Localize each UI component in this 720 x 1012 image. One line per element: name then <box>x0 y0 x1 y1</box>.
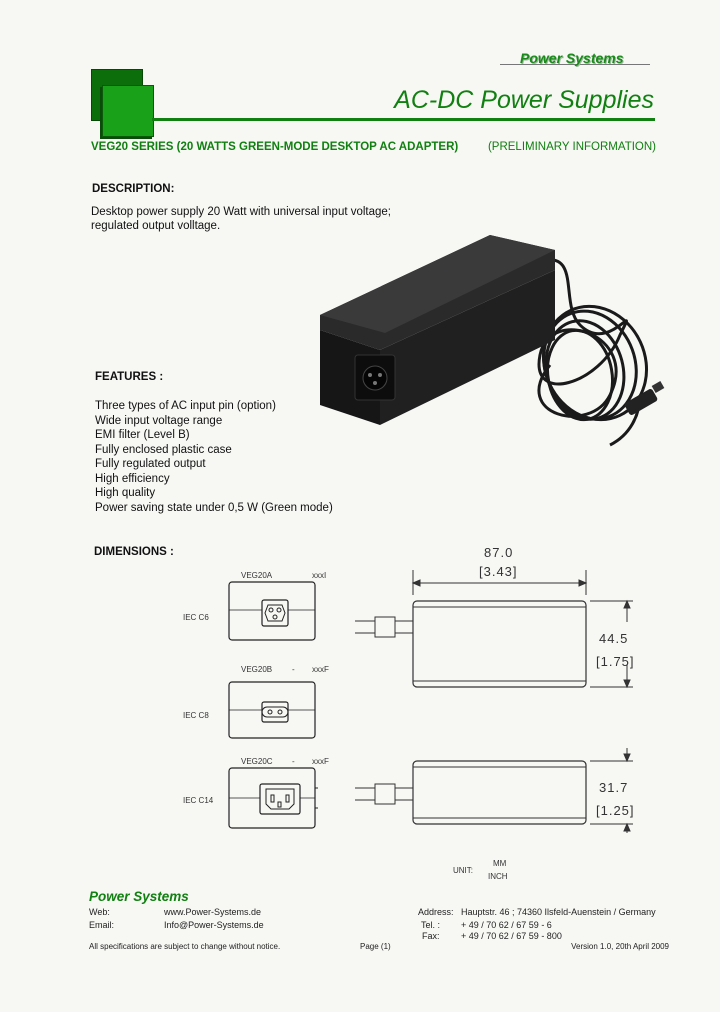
feature-item: Wide input voltage range <box>95 414 223 427</box>
disclaimer: All specifications are subject to change… <box>89 942 281 951</box>
footer-brand: Power Systems <box>89 889 189 904</box>
preliminary-note: (PRELIMINARY INFORMATION) <box>487 141 656 153</box>
unit-label: UNIT: <box>453 866 473 875</box>
feature-item: EMI filter (Level B) <box>95 429 190 441</box>
variant-c-drawing <box>228 767 318 829</box>
version-info: Version 1.0, 20th April 2009 <box>571 942 669 951</box>
email-label: Email: <box>89 920 115 930</box>
variant-a-suffix: xxxI <box>312 571 327 580</box>
height-inch: [1.25] <box>596 803 635 818</box>
variant-a-drawing <box>228 581 316 641</box>
variant-c-model: VEG20C <box>241 757 273 766</box>
variant-b-dash: - <box>292 665 295 674</box>
variant-a-inlet: IEC C6 <box>183 613 209 622</box>
series-title: VEG20 SERIES (20 WATTS GREEN-MODE DESKTO… <box>91 141 459 153</box>
fax-label: Fax: <box>422 931 440 941</box>
feature-item: High efficiency <box>95 472 170 485</box>
feature-item: Fully enclosed plastic case <box>95 443 232 456</box>
web-label: Web: <box>89 907 110 917</box>
address-value: Hauptstr. 46 ; 74360 Ilsfeld-Auenstein /… <box>461 907 656 917</box>
feature-item: Power saving state under 0,5 W (Green mo… <box>95 501 333 514</box>
title-rule <box>152 118 655 121</box>
description-line-1: Desktop power supply 20 Watt with univer… <box>91 206 392 218</box>
variant-b-drawing <box>228 681 316 739</box>
description-heading: DESCRIPTION: <box>92 183 175 195</box>
page-title: AC-DC Power Supplies <box>394 86 654 114</box>
variant-b-suffix: xxxF <box>312 665 329 674</box>
address-label: Address: <box>418 907 454 917</box>
logo-square-front <box>102 85 154 137</box>
width-mm: 44.5 <box>599 631 629 646</box>
feature-item: High quality <box>95 487 156 499</box>
variant-c-inlet: IEC C14 <box>183 796 214 805</box>
fax-value: + 49 / 70 62 / 67 59 - 800 <box>461 931 562 941</box>
web-link[interactable]: www.Power-Systems.de <box>164 907 262 917</box>
page-number: Page (1) <box>360 942 391 951</box>
features-heading: FEATURES : <box>95 371 164 383</box>
feature-item: Fully regulated output <box>95 458 206 470</box>
description-line-2: regulated output volltage. <box>91 220 221 232</box>
width-inch: [1.75] <box>596 654 635 669</box>
email-link[interactable]: Info@Power-Systems.de <box>164 920 264 930</box>
unit-inch: INCH <box>488 872 508 881</box>
product-photo <box>320 235 665 447</box>
unit-mm: MM <box>493 859 507 868</box>
variant-c-suffix: xxxF <box>312 757 329 766</box>
dimensions-heading: DIMENSIONS : <box>94 546 174 558</box>
feature-item: Three types of AC input pin (option) <box>95 400 276 412</box>
tel-value: + 49 / 70 62 / 67 59 - 6 <box>461 920 552 930</box>
height-mm: 31.7 <box>599 780 629 795</box>
features-list: Three types of AC input pin (option) Wid… <box>95 399 333 515</box>
length-inch: [3.43] <box>479 564 518 579</box>
length-mm: 87.0 <box>484 545 514 560</box>
brand-logo-text: Power Systems <box>520 50 624 66</box>
variant-a-model: VEG20A <box>241 571 273 580</box>
variant-b-model: VEG20B <box>241 665 273 674</box>
variant-c-dash: - <box>292 757 295 766</box>
variant-b-inlet: IEC C8 <box>183 711 209 720</box>
tel-label: Tel. : <box>421 920 441 930</box>
dimension-side-views <box>355 570 633 833</box>
brand-underline <box>500 64 650 65</box>
